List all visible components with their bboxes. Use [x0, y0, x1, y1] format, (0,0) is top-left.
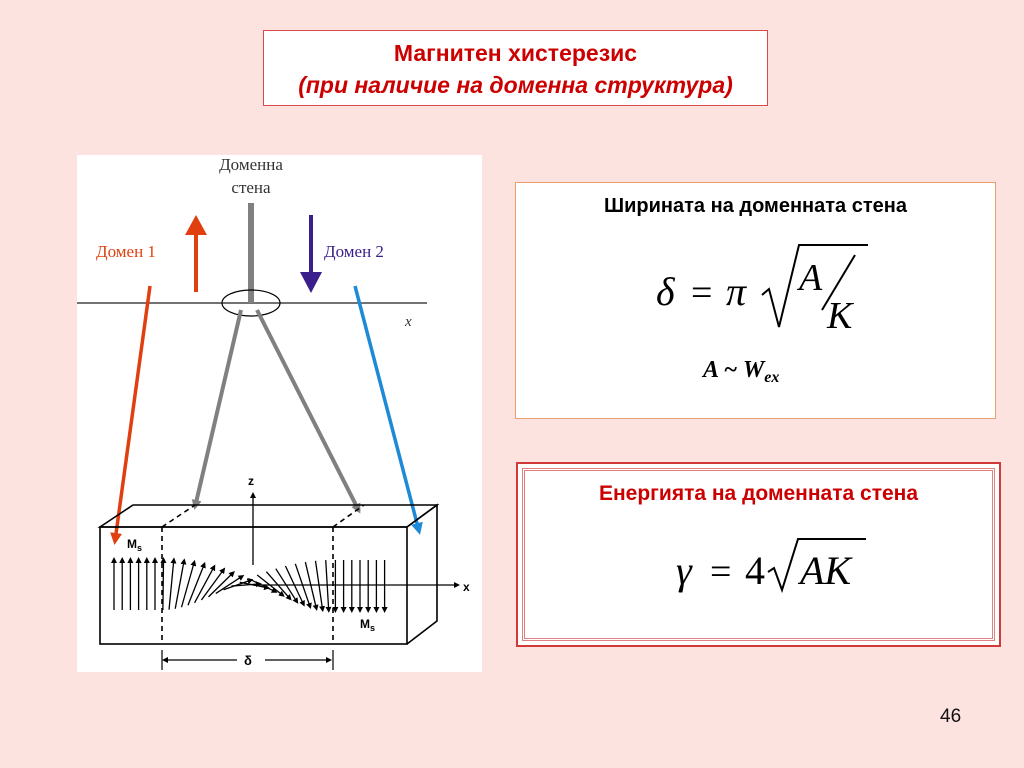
wall-ellipse	[221, 289, 281, 317]
formula-K: K	[826, 295, 854, 337]
spin-arrow	[294, 563, 312, 610]
wall-label-line2: стена	[231, 178, 271, 197]
spin-arrow	[325, 560, 332, 613]
ms-label-bottom: Ms	[360, 617, 375, 633]
grey-arrow-right	[255, 309, 361, 514]
slide-title: Магнитен хистерезис	[393, 40, 638, 66]
wall-energy-title: Енергията на доменната стена	[598, 482, 919, 505]
blue-long-arrow	[353, 285, 423, 535]
spin-arrow	[275, 568, 299, 604]
wall-energy-formula: γ = 4 AK	[676, 538, 866, 594]
delta-label: δ	[244, 653, 252, 668]
spin-arrow	[256, 574, 285, 597]
spin-arrow	[200, 567, 226, 601]
spin-arrow	[231, 581, 262, 588]
formula-AK: AK	[797, 548, 853, 593]
diagram-svg: Доменна стена Домен 1 Домен 2 x	[77, 155, 470, 670]
domain1-arrowhead	[185, 215, 207, 235]
fraction-slash	[821, 254, 856, 311]
spin-arrow	[174, 558, 187, 609]
slide-title-box: Магнитен хистерезис (при наличие на доме…	[263, 30, 768, 106]
domain-wall-diagram: Доменна стена Домен 1 Домен 2 x	[77, 155, 482, 672]
delta-dimension	[161, 650, 334, 670]
wall-width-formula: δ = π A K A ~ Wex	[656, 244, 868, 386]
page-number: 46	[940, 706, 962, 727]
spin-arrow	[248, 578, 278, 593]
relation-A-Wex: A ~ Wex	[701, 357, 779, 386]
slide-subtitle: (при наличие на доменна структура)	[298, 72, 733, 98]
domain-wall-bar	[248, 203, 254, 303]
x-axis-label-bottom: x	[463, 580, 470, 594]
spin-arrow	[180, 559, 197, 608]
spin-arrow	[215, 574, 245, 594]
formula-eq2: =	[710, 551, 731, 593]
domain2-label: Домен 2	[324, 242, 384, 261]
red-long-arrow	[110, 285, 152, 545]
grey-arrow-left	[191, 309, 243, 510]
spin-arrow	[314, 560, 326, 613]
spin-arrow	[239, 581, 271, 591]
ms-label-top: Ms	[127, 537, 142, 553]
spin-arrow	[194, 564, 216, 604]
formula-A: A	[796, 257, 823, 299]
spin-arrow	[304, 561, 319, 611]
wall-energy-box: Енергията на доменната стена γ = 4 AK	[516, 462, 1001, 647]
spin-arrow	[187, 561, 206, 606]
spin-arrow	[284, 565, 305, 607]
formula-delta: δ	[656, 269, 676, 314]
spin-arrow	[160, 557, 167, 611]
wall-width-title: Ширината на доменната стена	[604, 195, 907, 217]
spin-arrow	[208, 571, 235, 598]
sqrt-sign-2	[767, 538, 866, 594]
wall-width-box: Ширината на доменната стена δ = π A K A …	[515, 182, 996, 419]
formula-pi: π	[726, 269, 747, 314]
wall-label-line1: Доменна	[219, 155, 283, 174]
formula-4: 4	[745, 548, 765, 593]
spin-arrow	[265, 571, 292, 601]
domain1-label: Домен 1	[96, 242, 156, 261]
z-axis-label: z	[248, 474, 254, 488]
formula-eq: =	[691, 272, 712, 314]
formula-gamma: γ	[676, 548, 693, 593]
spin-arrows	[111, 557, 388, 613]
x-axis-label-top: x	[404, 314, 412, 330]
domain2-arrowhead	[300, 272, 322, 293]
sqrt-sign	[761, 244, 868, 328]
spin-arrow	[168, 557, 177, 610]
